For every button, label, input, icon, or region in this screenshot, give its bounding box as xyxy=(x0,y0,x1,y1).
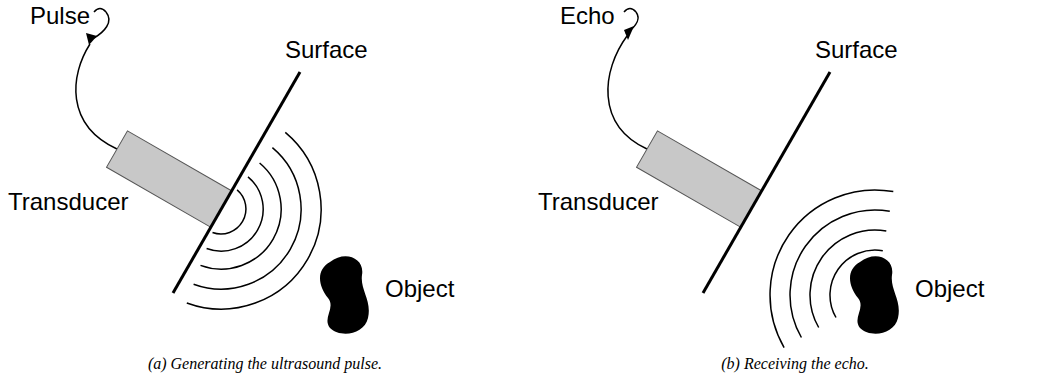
wave-arc xyxy=(213,190,246,234)
signal-wire xyxy=(94,12,109,38)
transducer-label: Transducer xyxy=(8,188,129,216)
pulse-waves xyxy=(187,132,321,309)
signal-curl xyxy=(94,9,106,13)
surface-line xyxy=(173,72,300,293)
surface-label: Surface xyxy=(285,36,368,64)
signal-curl xyxy=(624,9,636,13)
object-label: Object xyxy=(915,275,984,303)
signal-label: Pulse xyxy=(30,2,90,30)
subfigure-caption: (a) Generating the ultrasound pulse. xyxy=(148,355,382,373)
panel-b xyxy=(608,9,899,348)
transducer-cable xyxy=(76,44,117,149)
transducer-cable xyxy=(608,36,647,149)
surface-line xyxy=(703,72,830,293)
object-blob xyxy=(320,256,369,333)
wave-arc xyxy=(201,163,282,269)
transducer-label: Transducer xyxy=(538,188,659,216)
object-label: Object xyxy=(385,275,454,303)
arrow-head xyxy=(86,33,97,45)
surface-label: Surface xyxy=(815,36,898,64)
object-blob xyxy=(850,256,899,333)
panel-a xyxy=(76,9,369,334)
wave-arc xyxy=(187,132,321,309)
signal-label: Echo xyxy=(560,2,615,30)
subfigure-caption: (b) Receiving the echo. xyxy=(721,355,868,373)
wave-arc xyxy=(207,177,264,251)
wave-arc xyxy=(194,148,301,289)
